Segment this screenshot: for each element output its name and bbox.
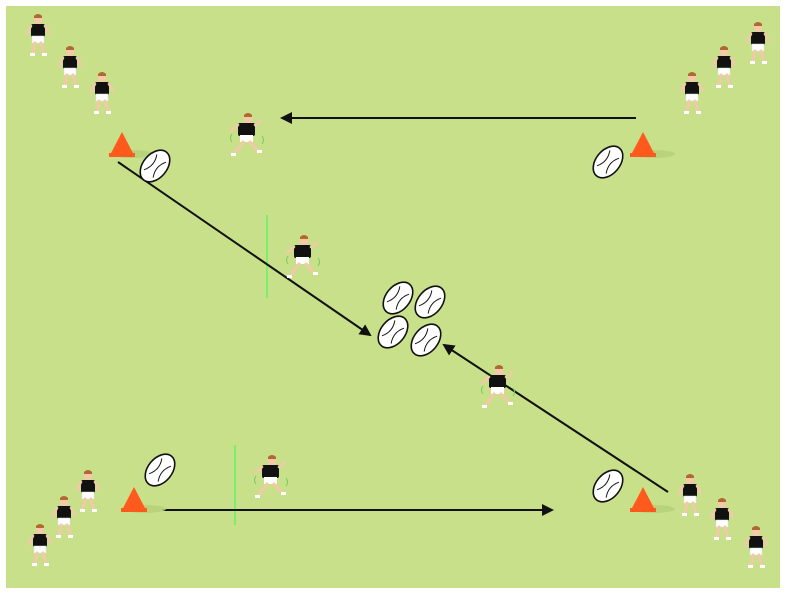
arrow-diagonal-up xyxy=(442,343,669,493)
arrow-diagonal-down xyxy=(117,161,372,337)
